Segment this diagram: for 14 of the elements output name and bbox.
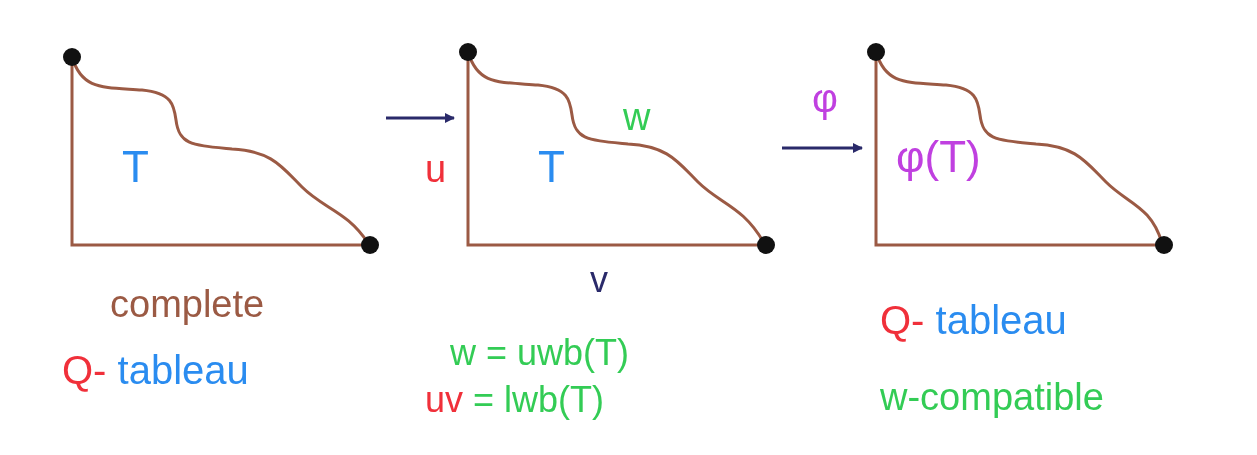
annotation-text: Q- tableau xyxy=(62,350,249,390)
node-label: T xyxy=(538,145,565,189)
annotation-text: uv = lwb(T) xyxy=(425,382,605,418)
annotation-text: complete xyxy=(110,285,265,323)
annotation-text: u xyxy=(425,150,447,188)
node-label: w xyxy=(623,98,651,136)
annotation-text: w-compatible xyxy=(880,378,1104,416)
annotation-text: Q- tableau xyxy=(880,300,1067,340)
arrow xyxy=(782,143,863,153)
node-label: T xyxy=(122,145,149,189)
annotation-text: w = uwb(T) xyxy=(450,335,630,371)
arrow xyxy=(386,113,455,123)
annotation-text: v xyxy=(590,262,608,298)
node-label: φ(T) xyxy=(896,135,981,179)
